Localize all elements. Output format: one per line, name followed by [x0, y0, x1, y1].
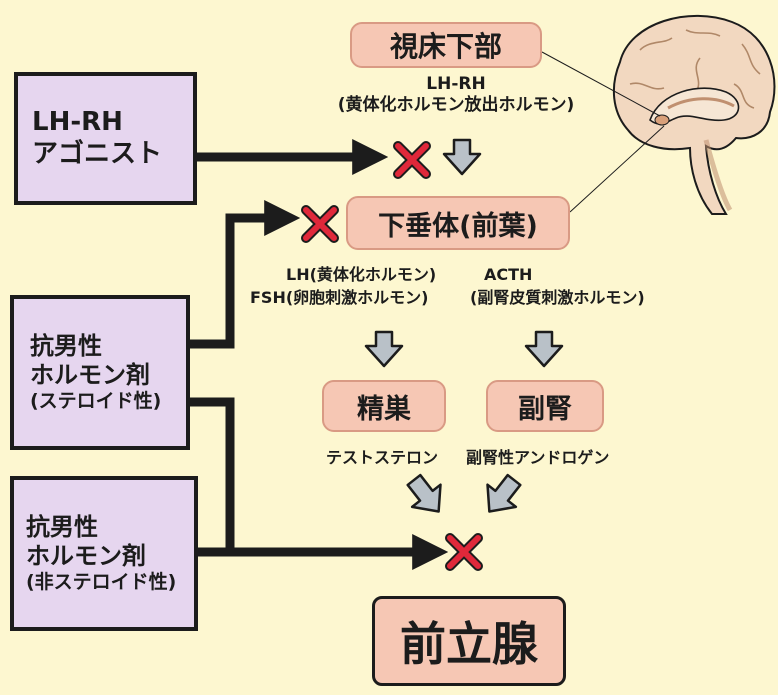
- adrenal-androgen-label: 副腎性アンドロゲン: [466, 448, 610, 467]
- acth-gray-arrow: [524, 330, 564, 368]
- agonist-line1: LH-RH: [32, 106, 123, 137]
- block-x-icon: [301, 205, 339, 243]
- block-x-icon: [393, 141, 431, 179]
- nonsteroidal-line2: ホルモン剤: [26, 541, 146, 570]
- nonsteroidal-antiandrogen-box: 抗男性 ホルモン剤 (非ステロイド性): [10, 476, 198, 631]
- lhrh-hormone-line2: (黄体化ホルモン放出ホルモン): [337, 95, 575, 116]
- testosterone-gray-arrow: [406, 473, 442, 513]
- lh-fsh-label: LH(黄体化ホルモン) FSH(卵胞刺激ホルモン): [250, 263, 436, 309]
- prostate-label: 前立腺: [400, 617, 538, 671]
- fsh-label: FSH(卵胞刺激ホルモン): [250, 288, 429, 308]
- lhrh-agonist-box: LH-RH アゴニスト: [14, 72, 197, 205]
- pituitary-box: 下垂体(前葉): [346, 196, 570, 250]
- adrenal-box: 副腎: [486, 380, 604, 432]
- nonsteroidal-line1: 抗男性: [26, 512, 98, 541]
- lh-label: LH(黄体化ホルモン): [286, 265, 437, 284]
- steroidal-lower-line: [190, 397, 235, 552]
- nonsteroidal-line3: (非ステロイド性): [26, 571, 177, 594]
- testis-box: 精巣: [322, 380, 446, 432]
- hypothalamus-label: 視床下部: [389, 30, 502, 63]
- steroidal-line2: ホルモン剤: [30, 360, 150, 389]
- lhrh-hormone-label: LH-RH (黄体化ホルモン放出ホルモン): [336, 74, 576, 117]
- acth-line1: ACTH: [484, 265, 533, 284]
- lhrh-gray-arrow: [442, 138, 482, 176]
- testosterone-label: テストステロン: [326, 448, 439, 467]
- agonist-line2: アゴニスト: [32, 138, 163, 169]
- steroidal-antiandrogen-box: 抗男性 ホルモン剤 (ステロイド性): [10, 295, 190, 450]
- brain-illustration: [612, 14, 776, 215]
- acth-line2: (副腎皮質刺激ホルモン): [470, 288, 645, 308]
- lh-gray-arrow: [364, 330, 404, 368]
- steroidal-upper-arrow: [190, 200, 301, 349]
- block-x-icon: [445, 533, 483, 571]
- acth-label: ACTH (副腎皮質刺激ホルモン): [470, 263, 645, 309]
- steroidal-line1: 抗男性: [30, 331, 102, 360]
- adrenal-androgen-gray-arrow: [486, 473, 522, 513]
- prostate-box: 前立腺: [372, 596, 566, 686]
- lhrh-hormone-line1: LH-RH: [426, 74, 486, 94]
- hypothalamus-box: 視床下部: [350, 22, 542, 68]
- adrenal-label: 副腎: [518, 393, 572, 425]
- testis-label: 精巣: [357, 393, 411, 425]
- steroidal-line3: (ステロイド性): [30, 390, 162, 413]
- pituitary-label: 下垂体(前葉): [378, 210, 538, 242]
